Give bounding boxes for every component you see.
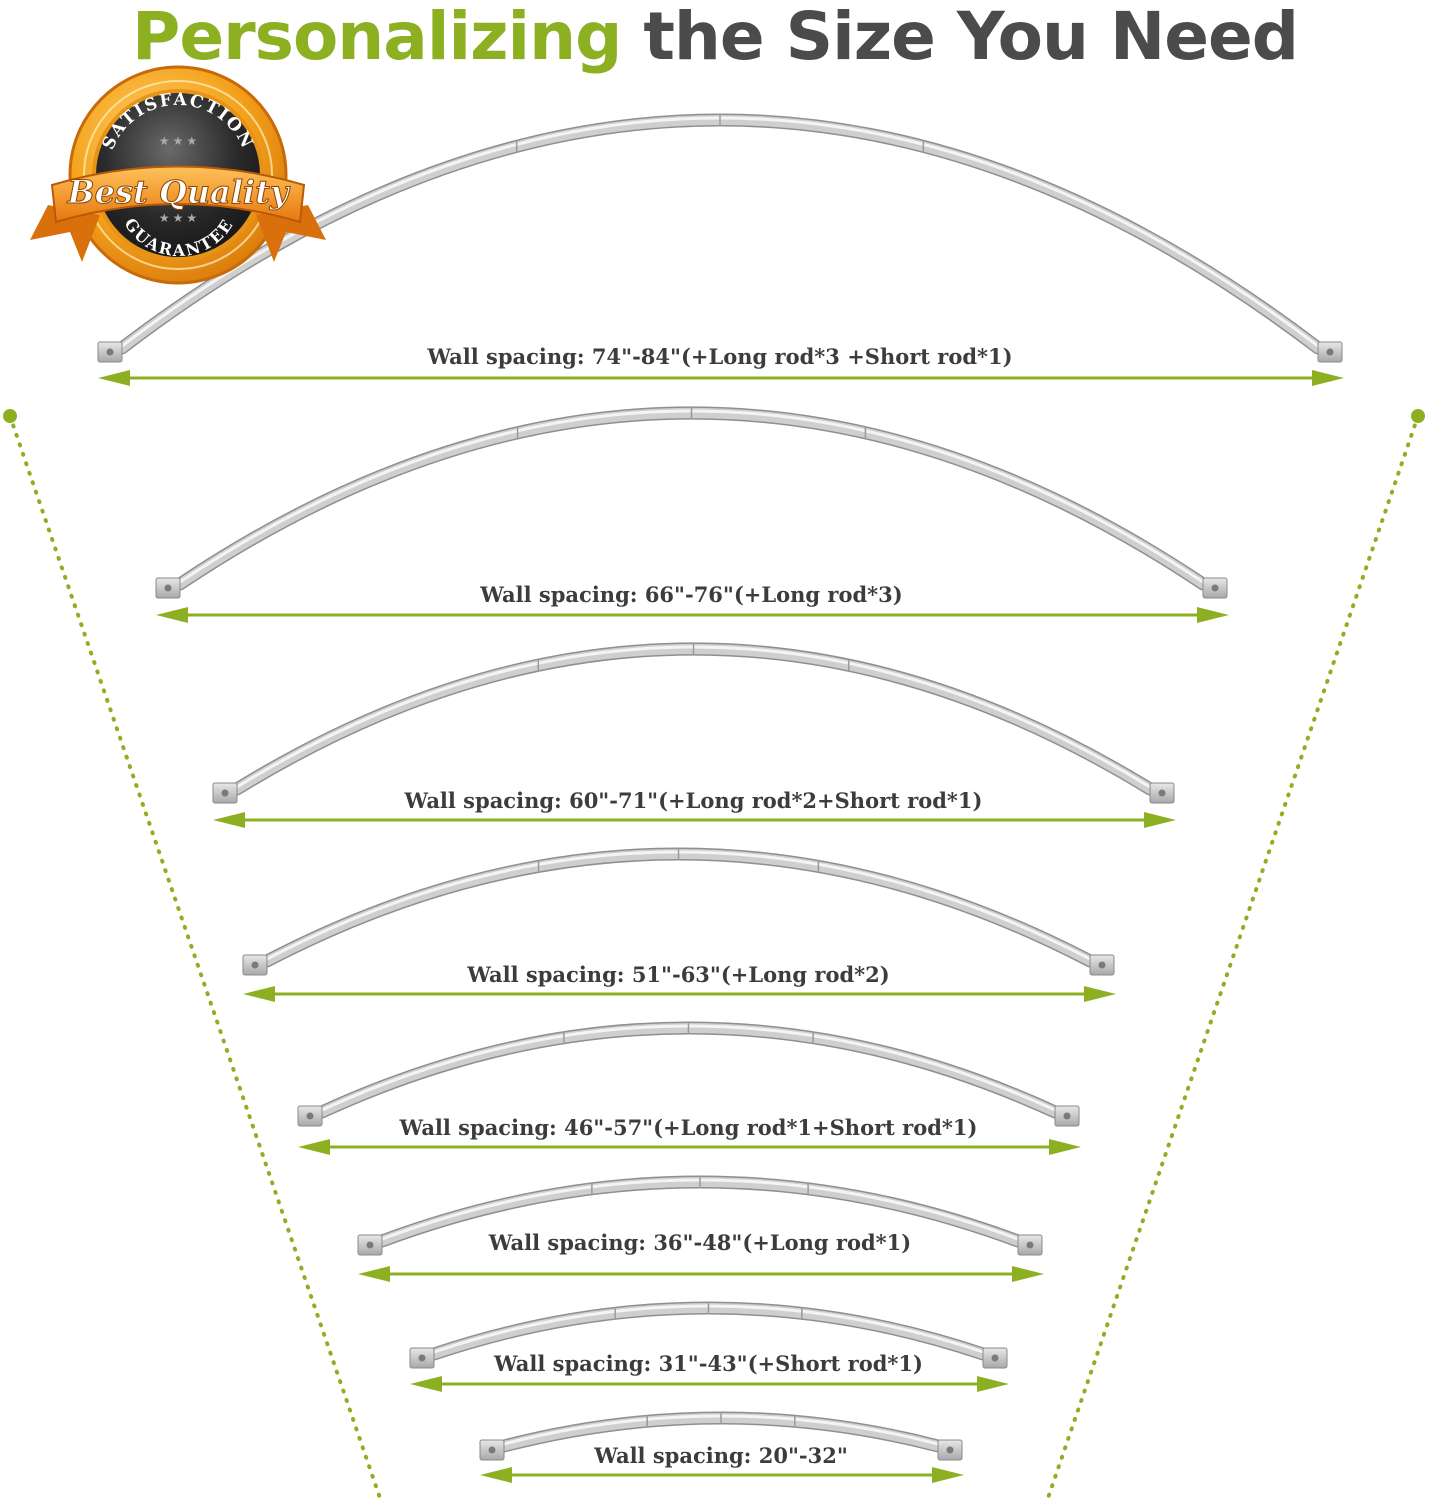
arrow-right-icon [1197,607,1229,623]
arrow-left-icon [98,370,130,386]
left-guide-line [8,414,382,1500]
rod-2 [155,406,1229,623]
screw-icon [1026,1241,1034,1249]
rod-highlight [320,1024,1057,1112]
badge-ribbon-text: Best Quality [67,173,291,211]
rod-tube [317,1023,1060,1117]
title-rest: the Size You Need [621,0,1299,75]
wall-spacing-label: Wall spacing: 46"-57"(+Long rod*1+Short … [399,1115,978,1140]
left-guide-dot [3,409,17,423]
arrow-right-icon [1312,370,1344,386]
screw-icon [1098,961,1106,969]
rod-7 [409,1301,1009,1392]
arrow-right-icon [1084,986,1116,1002]
rod-tube [429,1303,988,1359]
rods-layer [97,113,1344,1483]
arrow-left-icon [480,1467,512,1483]
screw-icon [251,961,259,969]
screw-icon [418,1354,426,1362]
screw-icon [991,1354,999,1362]
arrow-right-icon [977,1376,1009,1392]
wall-spacing-label: Wall spacing: 31"-43"(+Short rod*1) [494,1351,923,1376]
side-guides [3,409,1425,1500]
arrow-right-icon [932,1467,964,1483]
screw-icon [1158,789,1166,797]
page-title: Personalizing the Size You Need [0,0,1430,90]
arrow-right-icon [1144,812,1176,828]
arrow-left-icon [243,986,275,1002]
screw-icon [221,789,229,797]
wall-spacing-label: Wall spacing: 66"-76"(+Long rod*3) [480,582,903,607]
right-guide-line [1046,414,1420,1500]
arrow-right-icon [1012,1266,1044,1282]
wall-spacing-label: Wall spacing: 60"-71"(+Long rod*2+Short … [404,788,983,813]
rod-highlight [235,645,1152,789]
arrow-left-icon [213,812,245,828]
screw-icon [946,1446,954,1454]
badge-stars-bottom: ★ ★ ★ [159,211,197,225]
screw-icon [1326,348,1334,356]
screw-icon [164,584,172,592]
rod-tube [175,408,1208,589]
rod-4 [242,847,1116,1002]
rod-5 [297,1021,1081,1155]
right-guide-dot [1411,409,1425,423]
arrow-left-icon [358,1266,390,1282]
rod-6 [357,1175,1044,1282]
title-accent: Personalizing [132,0,622,75]
screw-icon [106,348,114,356]
rod-tube [262,849,1095,966]
screw-icon [306,1112,314,1120]
best-quality-badge: SATISFACTION GUARANTEE Best Quality ★ ★ … [30,65,326,285]
arrow-left-icon [410,1376,442,1392]
wall-spacing-label: Wall spacing: 74"-84"(+Long rod*3 +Short… [427,344,1013,369]
badge-stars-top: ★ ★ ★ [159,134,197,148]
rod-8 [479,1411,964,1483]
screw-icon [1211,584,1219,592]
arrow-right-icon [1049,1139,1081,1155]
rod-highlight [265,850,1092,961]
wall-spacing-label: Wall spacing: 20"-32" [594,1443,848,1468]
arrow-left-icon [156,607,188,623]
screw-icon [1063,1112,1071,1120]
wall-spacing-label: Wall spacing: 36"-48"(+Long rod*1) [488,1230,912,1255]
wall-spacing-label: Wall spacing: 51"-63"(+Long rod*2) [467,962,890,987]
arrow-left-icon [298,1139,330,1155]
screw-icon [488,1446,496,1454]
screw-icon [366,1241,374,1249]
rod-tube [232,644,1155,794]
rod-3 [212,642,1176,828]
